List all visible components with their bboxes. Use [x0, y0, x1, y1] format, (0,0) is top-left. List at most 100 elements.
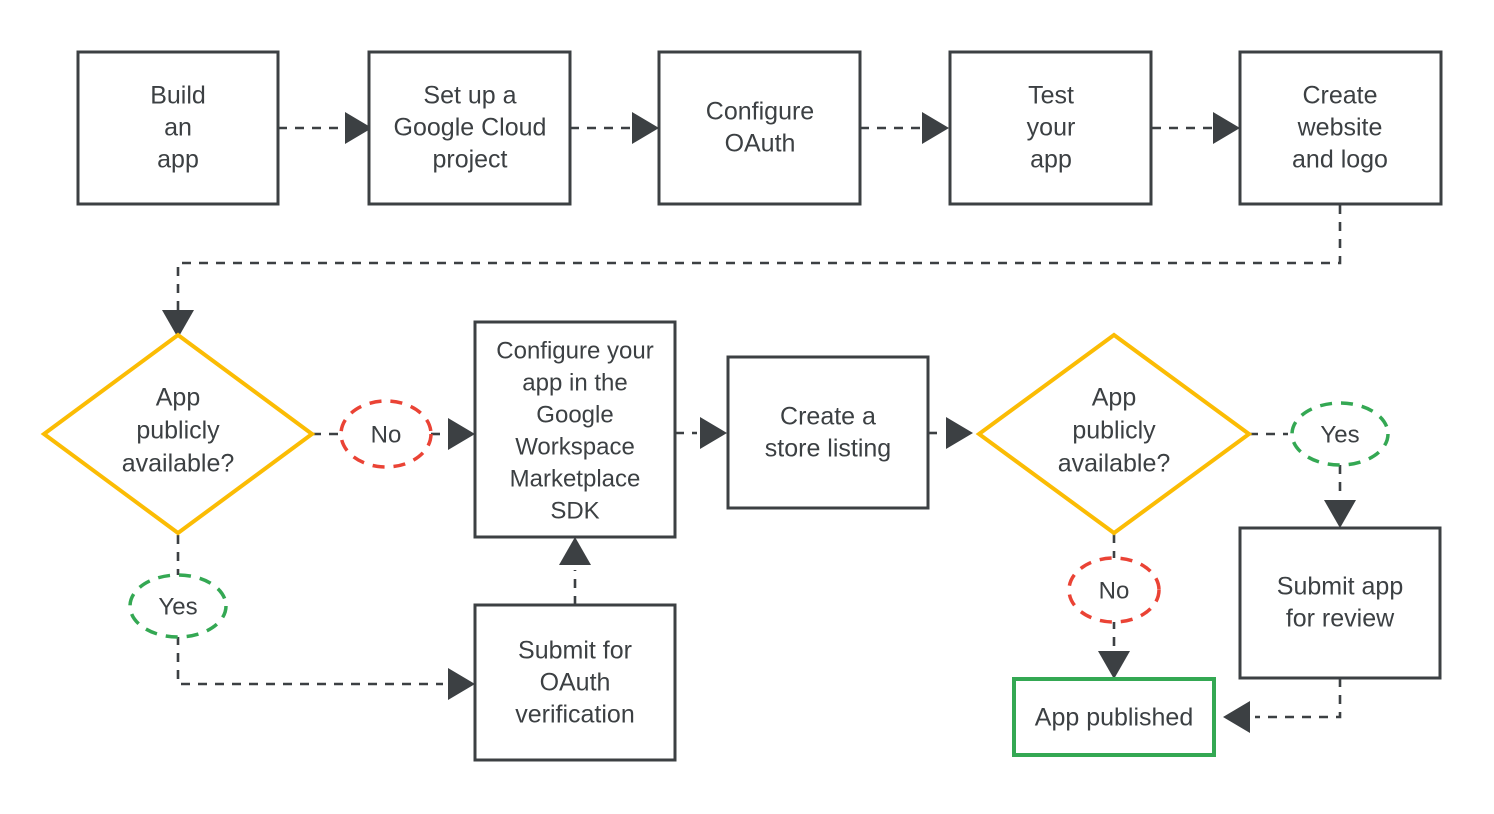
edge-configure-oauth-to-test-app — [860, 112, 949, 144]
node-build-an-app[interactable]: Build an app — [76, 50, 280, 206]
node-label-line-2: Google Cloud — [394, 114, 547, 142]
label-ellipse — [1067, 556, 1161, 624]
node-shape — [76, 50, 280, 206]
node-submit-app-for-review[interactable]: Submit app for review — [1238, 526, 1442, 680]
edge-label-text: Yes — [1320, 421, 1359, 448]
arrow-icon — [1324, 500, 1356, 528]
node-label-line-1: Build — [150, 82, 206, 110]
node-label-line-1: App published — [1035, 704, 1193, 732]
node-set-up-google-cloud-project[interactable]: Set up a Google Cloud project — [367, 50, 572, 206]
node-label-line-2: publicly — [136, 417, 220, 445]
arrow-icon — [448, 668, 475, 700]
edge-decision-left-yes-to-oauth-verification — [176, 535, 475, 700]
node-label-line-3: available? — [122, 450, 235, 478]
edge-label-no-right: No — [1067, 556, 1161, 624]
node-shape — [473, 603, 677, 762]
label-ellipse — [128, 573, 228, 639]
edge-decision-left-no-to-configure-sdk — [312, 418, 475, 450]
node-label-line-1: Configure your — [496, 337, 653, 364]
node-create-a-store-listing[interactable]: Create a store listing — [726, 355, 930, 510]
node-configure-oauth[interactable]: Configure OAuth — [657, 50, 862, 206]
node-label-line-3: verification — [515, 701, 635, 729]
arrow-icon — [632, 112, 659, 144]
node-app-published[interactable]: App published — [1012, 677, 1216, 757]
label-ellipse — [1290, 401, 1390, 467]
arrow-icon — [1098, 651, 1130, 679]
node-label-line-2: app in the — [522, 369, 627, 396]
node-shape — [40, 332, 316, 536]
edge-decision-right-no-to-app-published — [1098, 534, 1130, 679]
edge-label-no-left: No — [339, 399, 433, 469]
node-label-line-2: store listing — [765, 435, 891, 463]
arrow-icon — [345, 112, 372, 144]
edge-gcp-project-to-configure-oauth — [570, 112, 659, 144]
node-label-line-4: Workspace — [515, 433, 635, 460]
edge-line — [1255, 678, 1342, 719]
edge-store-listing-to-decision-right — [928, 417, 973, 449]
edge-label-text: Yes — [158, 593, 197, 620]
arrow-icon — [946, 417, 973, 449]
edge-build-app-to-gcp-project — [278, 112, 372, 144]
node-label-line-2: publicly — [1072, 417, 1156, 445]
node-label-line-2: an — [164, 114, 192, 142]
node-label-line-3: Google — [536, 401, 613, 428]
node-label-line-1: Test — [1028, 82, 1074, 110]
edge-line — [176, 205, 1342, 310]
node-shape — [948, 50, 1153, 206]
node-label-line-3: app — [157, 146, 199, 174]
node-create-website-and-logo[interactable]: Create website and logo — [1238, 50, 1443, 206]
arrow-icon — [1213, 112, 1240, 144]
node-label-line-2: OAuth — [725, 130, 796, 158]
node-shape — [1238, 50, 1443, 206]
node-label-line-2: for review — [1286, 605, 1395, 633]
edge-submit-review-to-app-published — [1223, 678, 1342, 733]
node-submit-for-oauth-verification[interactable]: Submit for OAuth verification — [473, 603, 677, 762]
edge-website-logo-to-decision-left — [162, 205, 1342, 338]
edge-configure-sdk-to-store-listing — [675, 417, 727, 449]
label-ellipse — [339, 399, 433, 469]
node-label-line-1: App — [1092, 384, 1136, 412]
node-shape — [473, 320, 677, 539]
node-configure-app-in-marketplace-sdk[interactable]: Configure your app in the Google Workspa… — [473, 320, 677, 539]
node-label-line-3: available? — [1058, 450, 1171, 478]
node-label-line-3: project — [432, 146, 507, 174]
edge-line-bottom — [176, 636, 443, 686]
edge-label-yes-right: Yes — [1290, 401, 1390, 467]
node-label-line-2: OAuth — [540, 669, 611, 697]
node-shape — [1238, 526, 1442, 680]
node-test-your-app[interactable]: Test your app — [948, 50, 1153, 206]
node-label-line-1: Create a — [780, 403, 876, 431]
node-label-line-1: Submit for — [518, 637, 632, 665]
arrow-icon — [559, 537, 591, 565]
node-label-line-5: Marketplace — [510, 465, 641, 492]
node-decision-app-publicly-available-right[interactable]: App publicly available? — [975, 332, 1253, 536]
arrow-icon — [448, 418, 475, 450]
node-shape — [657, 50, 862, 206]
node-label-line-1: App — [156, 384, 200, 412]
node-label-line-3: app — [1030, 146, 1072, 174]
edge-label-text: No — [1099, 577, 1130, 604]
node-decision-app-publicly-available-left[interactable]: App publicly available? — [40, 332, 316, 536]
node-label-line-2: website — [1297, 114, 1383, 142]
node-shape — [367, 50, 572, 206]
node-shape — [1012, 677, 1216, 757]
node-label-line-1: Submit app — [1277, 573, 1403, 601]
node-shape — [975, 332, 1253, 536]
arrow-icon — [162, 310, 194, 338]
node-shape — [726, 355, 930, 510]
node-label-line-1: Configure — [706, 98, 814, 126]
arrow-icon — [1223, 701, 1250, 733]
node-label-line-3: and logo — [1292, 146, 1388, 174]
edge-label-text: No — [371, 421, 402, 448]
edge-oauth-verification-to-configure-sdk — [559, 537, 591, 605]
node-label-line-1: Create — [1302, 82, 1377, 110]
arrow-icon — [700, 417, 727, 449]
arrow-icon — [922, 112, 949, 144]
edge-label-yes-left: Yes — [128, 573, 228, 639]
node-label-line-1: Set up a — [423, 82, 516, 110]
edge-decision-right-yes-to-submit-review — [1249, 432, 1356, 528]
edge-test-app-to-website-logo — [1152, 112, 1240, 144]
node-label-line-6: SDK — [550, 497, 599, 524]
